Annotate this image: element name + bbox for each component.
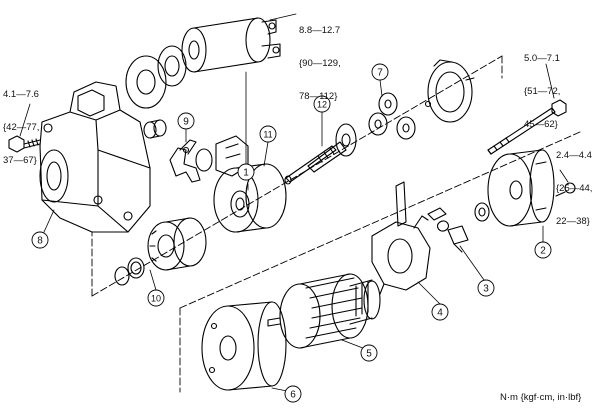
callout-1: 1: [237, 163, 255, 181]
torque-spec-through-bolt: 5.0—7.1 {51—72, 45—62}: [524, 31, 560, 141]
front-housing: [39, 81, 151, 233]
through-bolt: [487, 99, 567, 155]
svg-text:9: 9: [183, 117, 189, 128]
torque-inlbf: 37—67}: [3, 155, 37, 166]
callout-9: 9: [177, 112, 195, 130]
callout-12: 12: [313, 95, 331, 113]
torque-value: 4.1—7.6: [3, 89, 39, 100]
callout-2: 2: [534, 241, 552, 259]
callout-8: 8: [31, 231, 49, 249]
lever-bushing: [143, 119, 167, 139]
callout-markers: 1 2 3 4 5 6 7 8 9 10 11 12: [31, 63, 552, 403]
brush-holder-screw: [555, 182, 576, 197]
svg-text:10: 10: [151, 294, 161, 304]
svg-text:6: 6: [290, 390, 296, 401]
svg-text:8: 8: [37, 236, 43, 247]
torque-spec-solenoid: 8.8—12.7 {90—129, 78—112}: [299, 3, 341, 113]
torque-kgf: {42—77,: [3, 122, 40, 133]
torque-kgf: {25—44,: [556, 183, 593, 194]
svg-text:2: 2: [540, 246, 546, 257]
svg-text:1: 1: [243, 168, 249, 179]
callout-7: 7: [371, 63, 389, 81]
torque-inlbf: 22—38}: [556, 216, 590, 227]
callout-6: 6: [284, 385, 302, 403]
packing-plate: [427, 59, 475, 123]
solenoid-switch: [181, 17, 281, 73]
pinion-clutch: [147, 217, 207, 271]
drive-lever: [169, 139, 201, 183]
callout-4: 4: [431, 303, 449, 321]
callout-10: 10: [147, 289, 165, 307]
torque-spec-mounting-bolt: 4.1—7.6 {42—77, 37—67}: [3, 67, 39, 177]
svg-text:7: 7: [377, 68, 383, 79]
svg-text:3: 3: [483, 284, 489, 295]
brush-spring: [427, 207, 469, 253]
leader-lines: [19, 13, 569, 393]
yoke: [201, 301, 287, 391]
torque-kgf: {51—72,: [524, 86, 561, 97]
torque-value: 2.4—4.4: [556, 150, 592, 161]
torque-kgf: {90—129,: [299, 58, 341, 69]
brush-holder: [371, 181, 431, 295]
stop-ring: [114, 257, 145, 286]
rear-washer: [474, 202, 490, 222]
svg-text:11: 11: [263, 130, 272, 140]
svg-text:12: 12: [317, 100, 327, 110]
callout-5: 5: [360, 344, 378, 362]
mounting-bolt: [8, 135, 41, 153]
torque-inlbf: 78—112}: [299, 91, 338, 102]
callout-11: 11: [259, 125, 277, 143]
assembly-guide-lines: [91, 55, 581, 393]
svg-text:4: 4: [437, 308, 443, 319]
planet-gears: [368, 92, 432, 140]
plunger-ring: [195, 148, 213, 172]
svg-text:5: 5: [366, 349, 372, 360]
solenoid-gasket: [125, 45, 187, 109]
armature: [267, 273, 381, 349]
torque-value: 5.0—7.1: [524, 53, 560, 64]
torque-spec-brush-holder-screw: 2.4—4.4 {25—44, 22—38}: [556, 128, 592, 238]
units-note: N·m {kgf·cm, in·lbf}: [500, 392, 582, 403]
torque-value: 8.8—12.7: [299, 25, 341, 36]
rear-cover: [487, 149, 555, 227]
callout-3: 3: [477, 279, 495, 297]
planetary-shaft: [284, 123, 357, 185]
torque-inlbf: 45—62}: [524, 119, 558, 130]
